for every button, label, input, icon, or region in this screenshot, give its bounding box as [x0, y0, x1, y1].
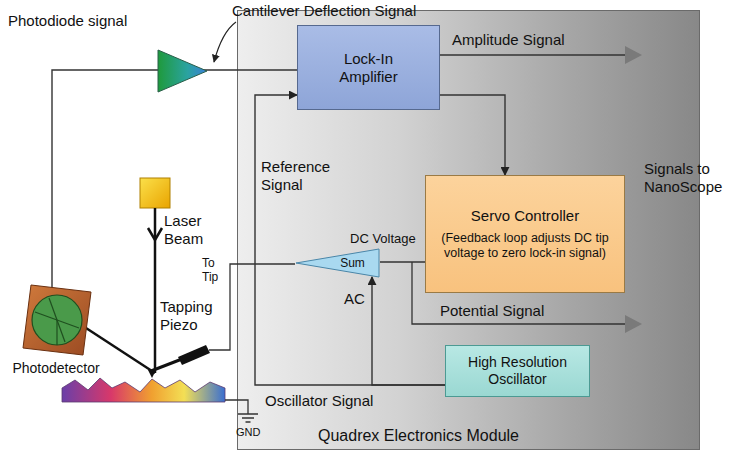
node-text: Sum [340, 256, 365, 270]
amplitude-wire [440, 54, 625, 55]
photodetector-plate [23, 285, 91, 355]
signal-name: Cantilever Deflection Signal [232, 2, 452, 20]
lockin-box: Lock-In Amplifier [297, 25, 440, 110]
label-holder: GND [236, 426, 276, 439]
ground-label: GND [236, 426, 276, 439]
laser-source [140, 178, 170, 208]
tapping-piezo [178, 345, 210, 365]
ground-symbol [242, 417, 254, 419]
photodetector: Photodetector [6, 283, 106, 383]
signal-connector [440, 95, 505, 175]
label-holder: Cantilever Deflection Signal [232, 2, 452, 20]
edge-label: DC Voltage [350, 231, 416, 247]
signal-connector [372, 277, 445, 385]
tip-wire [209, 264, 295, 350]
part-name: Laser Beam [164, 212, 214, 248]
output-arrow [625, 46, 642, 64]
label-holder: Potential Signal [440, 302, 600, 320]
signal-name: Potential Signal [440, 302, 600, 320]
node-text: Servo Controller [471, 207, 579, 225]
module-housing: Quadrex Electronics Module Lock-In Amplif… [237, 10, 700, 450]
probe-tip [148, 370, 156, 378]
label-holder: AC [344, 290, 365, 308]
signal-name: Photodiode signal [8, 12, 158, 30]
sum-triangle: Sum [295, 248, 380, 278]
signal-connector [380, 261, 425, 262]
amplifier-symbol [158, 50, 207, 92]
sum-outline [295, 248, 380, 278]
leader-line [214, 22, 236, 62]
quadrant-divider [56, 320, 57, 345]
label-holder: Signals to NanoScope [644, 160, 742, 196]
label-holder: Tapping Piezo [160, 298, 224, 334]
node-text: (Feedback loop adjusts DC tip voltage to… [436, 231, 614, 261]
servo-box: Servo Controller (Feedback loop adjusts D… [425, 175, 625, 293]
signal-name: Reference Signal [261, 158, 333, 194]
laser-beam [154, 208, 157, 373]
node-text: Lock-In Amplifier [320, 50, 417, 86]
output-arrow [625, 315, 642, 333]
sample-surface [62, 378, 225, 402]
sum-shape [296, 249, 379, 277]
photodetector-outline [19, 283, 94, 358]
signal-name: Amplitude Signal [452, 31, 612, 49]
label-holder: DC Voltage [350, 231, 416, 247]
oscillator-box: High Resolution Oscillator [445, 345, 590, 397]
signal-connector [255, 95, 445, 385]
label-holder: To Tip [202, 256, 226, 285]
label-holder: Oscillator Signal [265, 392, 373, 410]
photodiode-disc [32, 295, 82, 345]
beam-direction [148, 228, 162, 240]
part-name: Tapping Piezo [160, 298, 224, 334]
ground-symbol [238, 413, 258, 415]
label-holder: Photodiode signal [8, 12, 158, 30]
ground-wire [225, 400, 248, 414]
node-text: High Resolution Oscillator [454, 354, 581, 388]
edge-label: Oscillator Signal [265, 392, 373, 410]
node-text: Photodetector [12, 360, 99, 377]
edge-label: AC [344, 290, 365, 308]
signal-connector [52, 70, 297, 288]
cantilever [151, 359, 182, 371]
output-note: Signals to NanoScope [644, 160, 742, 196]
ground-symbol [246, 421, 251, 423]
label-holder: Amplitude Signal [452, 31, 612, 49]
label-holder: Reference Signal [261, 158, 333, 194]
label-holder: Laser Beam [164, 212, 214, 248]
node-text: Quadrex Electronics Module [318, 426, 519, 445]
wire-name: To Tip [202, 256, 226, 285]
